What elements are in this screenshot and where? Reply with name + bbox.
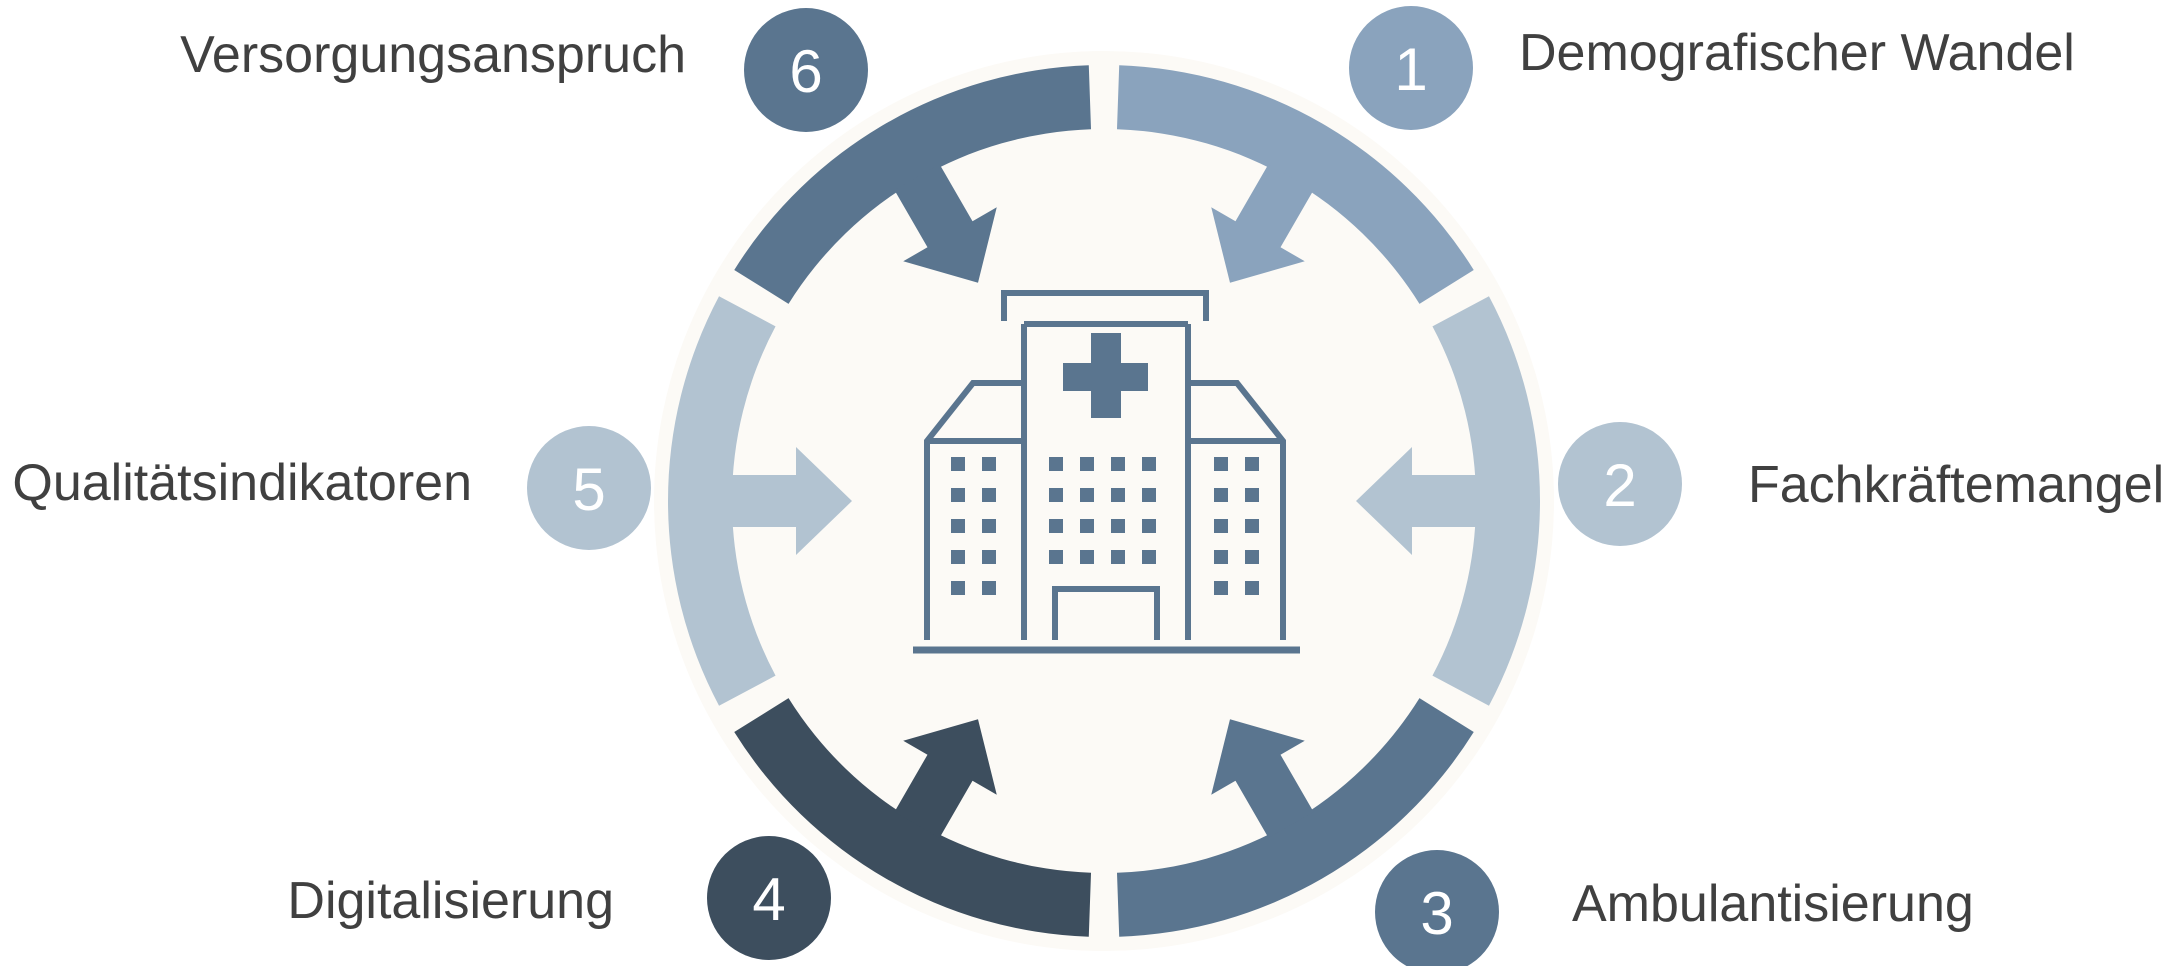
window-center-28 xyxy=(1049,519,1063,533)
window-center-30 xyxy=(1111,519,1125,533)
badge-2: 2 xyxy=(1558,422,1682,546)
window-center-20 xyxy=(1049,457,1063,471)
badge-circle-4 xyxy=(707,836,831,960)
label-qualitaetsindikatoren: Qualitätsindikatoren xyxy=(12,454,472,512)
badge-4: 4 xyxy=(707,836,831,960)
window-right-12 xyxy=(1214,488,1228,502)
window-left-5 xyxy=(982,519,996,533)
hospital-building-icon xyxy=(913,290,1300,654)
ring-segment-1 xyxy=(1116,65,1474,304)
window-left-7 xyxy=(982,550,996,564)
label-digitalisierung: Digitalisierung xyxy=(287,872,614,930)
window-left-0 xyxy=(951,457,965,471)
window-left-1 xyxy=(982,457,996,471)
badge-circle-2 xyxy=(1558,422,1682,546)
badge-number-1: 1 xyxy=(1394,36,1427,103)
window-center-34 xyxy=(1111,550,1125,564)
ring-segments xyxy=(667,65,1540,937)
badge-circle-3 xyxy=(1375,850,1499,966)
badge-number-5: 5 xyxy=(572,456,605,523)
badge-number-4: 4 xyxy=(752,866,785,933)
window-center-22 xyxy=(1111,457,1125,471)
badge-number-6: 6 xyxy=(789,38,822,105)
badge-circle-6 xyxy=(744,8,868,132)
entrance-door xyxy=(1052,586,1160,640)
window-center-31 xyxy=(1142,519,1156,533)
window-right-15 xyxy=(1245,519,1259,533)
arrow-4 xyxy=(894,719,997,838)
window-right-18 xyxy=(1214,581,1228,595)
window-center-35 xyxy=(1142,550,1156,564)
window-center-23 xyxy=(1142,457,1156,471)
left-wing xyxy=(924,380,1021,640)
window-center-21 xyxy=(1080,457,1094,471)
badge-1: 1 xyxy=(1349,6,1473,130)
window-center-27 xyxy=(1142,488,1156,502)
ring-segment-5 xyxy=(667,296,776,706)
ring-halo xyxy=(654,51,1554,951)
label-versorgungsanspruch: Versorgungsanspruch xyxy=(180,26,686,84)
window-right-11 xyxy=(1245,457,1259,471)
window-right-10 xyxy=(1214,457,1228,471)
label-ambulantisierung: Ambulantisierung xyxy=(1572,875,1974,933)
roof-bracket xyxy=(1001,290,1209,321)
window-center-33 xyxy=(1080,550,1094,564)
window-left-8 xyxy=(951,581,965,595)
ring-segment-6 xyxy=(734,65,1092,304)
medical-cross-icon xyxy=(1063,333,1148,418)
label-demografischer-wandel: Demografischer Wandel xyxy=(1519,24,2075,82)
window-center-25 xyxy=(1080,488,1094,502)
window-right-17 xyxy=(1245,550,1259,564)
badge-number-3: 3 xyxy=(1420,880,1453,947)
window-left-2 xyxy=(951,488,965,502)
window-center-26 xyxy=(1111,488,1125,502)
window-center-24 xyxy=(1049,488,1063,502)
window-left-3 xyxy=(982,488,996,502)
window-right-16 xyxy=(1214,550,1228,564)
window-right-19 xyxy=(1245,581,1259,595)
badge-6: 6 xyxy=(744,8,868,132)
badge-5: 5 xyxy=(527,426,651,550)
arrow-6 xyxy=(894,164,997,283)
badge-number-2: 2 xyxy=(1603,452,1636,519)
badge-circle-1 xyxy=(1349,6,1473,130)
window-right-13 xyxy=(1245,488,1259,502)
label-fachkraeftemangel: Fachkräftemangel xyxy=(1748,456,2164,514)
right-wing xyxy=(1191,380,1286,640)
arrow-3 xyxy=(1211,719,1314,838)
window-center-29 xyxy=(1080,519,1094,533)
ring-segment-4 xyxy=(734,698,1092,937)
window-right-14 xyxy=(1214,519,1228,533)
window-left-9 xyxy=(982,581,996,595)
window-left-4 xyxy=(951,519,965,533)
window-left-6 xyxy=(951,550,965,564)
window-center-32 xyxy=(1049,550,1063,564)
ring-segment-2 xyxy=(1432,296,1540,706)
arrow-5 xyxy=(730,447,852,555)
arrow-2 xyxy=(1356,447,1478,555)
badge-circle-5 xyxy=(527,426,651,550)
arrow-1 xyxy=(1211,164,1314,283)
window-grid xyxy=(951,457,1259,595)
ring-segment-3 xyxy=(1116,698,1474,937)
badge-3: 3 xyxy=(1375,850,1499,966)
